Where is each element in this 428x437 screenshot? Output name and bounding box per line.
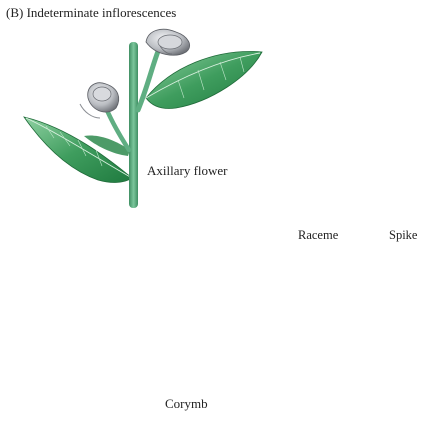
- axillary-side-flower: [80, 83, 119, 118]
- label-axillary-flower: Axillary flower: [147, 163, 228, 179]
- label-raceme: Raceme: [298, 228, 338, 243]
- axillary-top-flower: [146, 29, 190, 55]
- label-spike: Spike: [389, 228, 417, 243]
- label-corymb: Corymb: [165, 396, 208, 412]
- axillary-flower-illustration: [24, 29, 262, 208]
- axillary-main-stem: [129, 42, 138, 208]
- axillary-leaf-right: [146, 51, 262, 108]
